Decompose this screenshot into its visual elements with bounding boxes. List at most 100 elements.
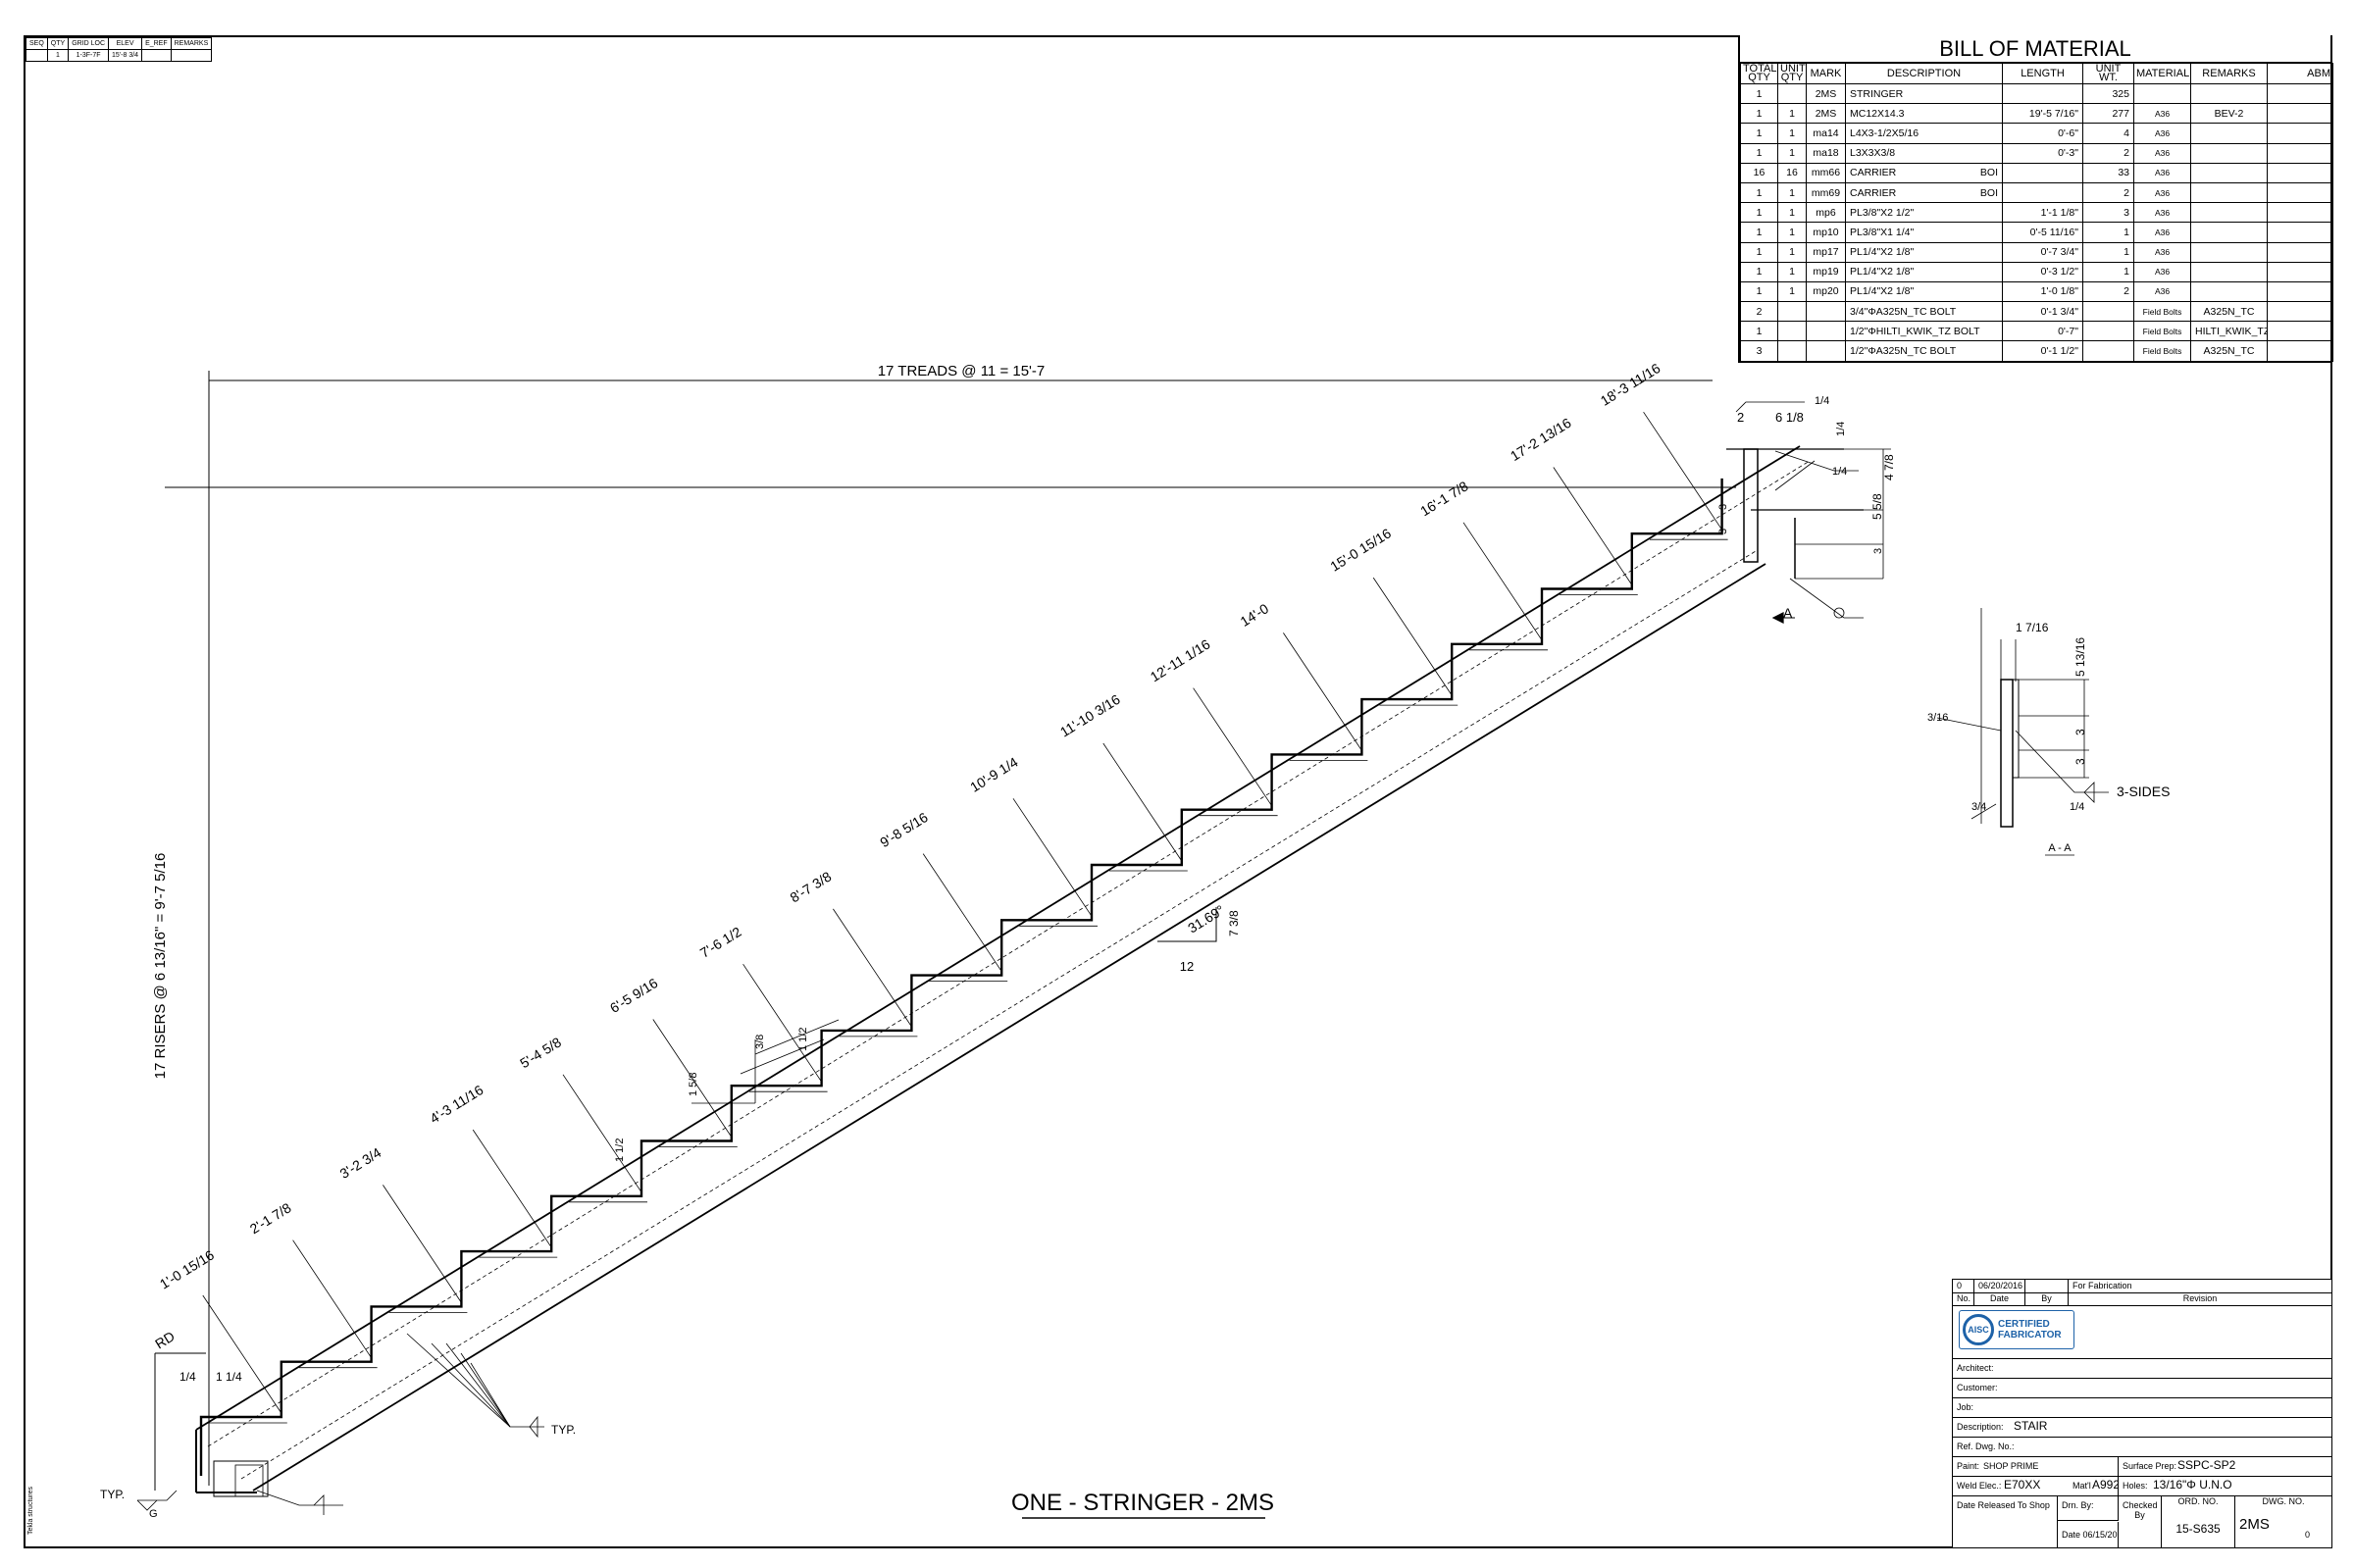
bom-cell: Field Bolts: [2133, 321, 2191, 342]
paint-value: SHOP PRIME: [1979, 1456, 2119, 1476]
bom-cell-text: 0'-3": [2058, 147, 2078, 160]
bom-cell: 1: [1740, 103, 1778, 125]
step-leader: [1012, 798, 1093, 917]
bom-cell: [2190, 142, 2268, 164]
drawn-by-label: Drn. By:: [2058, 1495, 2119, 1521]
dwg-no-value: 2MS: [2239, 1516, 2270, 1533]
bom-header-description: DESCRIPTION: [1845, 63, 2003, 84]
bom-cell: 0'-7": [2002, 321, 2083, 342]
bom-cell: 0'-3 1/2": [2002, 261, 2083, 282]
bom-cell: mp17: [1806, 241, 1846, 263]
bom-title: BILL OF MATERIAL: [1740, 35, 2330, 63]
bom-cell-text: PL1/4"X2 1/8": [1850, 266, 1915, 278]
matl-value: A992 U.N.O: [2088, 1476, 2119, 1495]
bom-cell-text: 33: [2118, 167, 2129, 179]
step-dimension-label: 8'-7 3/8: [788, 868, 835, 905]
bom-cell-text: A36: [2154, 127, 2171, 138]
rev-description: For Fabrication: [2073, 1281, 2132, 1290]
aisc-logo: AISC CERTIFIED FABRICATOR: [1959, 1310, 2074, 1349]
bom-cell-text: 1: [1756, 186, 1763, 199]
section-detail-title: A - A: [2048, 842, 2072, 854]
bom-cell: 1: [1777, 202, 1807, 224]
step-dimension-label: 4'-3 11/16: [427, 1082, 486, 1127]
bom-cell: Field Bolts: [2133, 340, 2191, 362]
bom-cell: [1777, 340, 1807, 362]
bom-cell: [2267, 280, 2333, 303]
bom-cell: L4X3-1/2X5/16: [1845, 123, 2003, 144]
bom-cell-text: 277: [2112, 107, 2129, 120]
section-marker-a-bottom: A: [1783, 605, 1793, 621]
bom-cell-text: BEV-2: [2214, 107, 2244, 120]
top-dim-4-7-8: 4 7/8: [1882, 454, 1896, 481]
title-block: 0 06/20/2016 For Fabrication No. Date By…: [1952, 1279, 2332, 1548]
seq-header-seq: SEQ: [26, 37, 48, 50]
top-dim-1-4-c: 1/4: [1832, 466, 1847, 478]
bom-cell-text-extra: BOI: [1979, 167, 1998, 179]
step-dimension-label: 9'-8 5/16: [877, 809, 931, 850]
bom-cell: [2267, 261, 2333, 282]
bom-cell: [1806, 340, 1846, 362]
bom-cell-text: PL3/8"X2 1/2": [1850, 206, 1915, 219]
bom-cell-text: HILTI_KWIK_TZ: [2195, 325, 2268, 337]
bom-cell-text: 1: [1789, 246, 1795, 259]
rev-date: 06/20/2016: [1974, 1280, 2025, 1292]
bom-cell: [2267, 222, 2333, 243]
bom-cell: [2133, 82, 2191, 105]
description-label: Description:: [1957, 1422, 2004, 1432]
date-label: Date 06/15/2016: [2058, 1522, 2119, 1547]
bom-cell-text: mp6: [1816, 206, 1836, 219]
step-leader: [652, 1019, 733, 1138]
bom-cell: 1: [1740, 123, 1778, 144]
step-dimension-label: 15'-0 15/16: [1327, 525, 1394, 574]
bom-cell: [2190, 181, 2268, 204]
bom-cell-text: PL1/4"X2 1/8": [1850, 246, 1915, 259]
step-dimension-label: 17'-2 13/16: [1508, 415, 1574, 464]
bom-cell-text: Field Bolts: [2142, 326, 2182, 336]
detail-3-sides-label: 3-SIDES: [2117, 784, 2170, 799]
bom-cell-text: 2: [2124, 186, 2129, 199]
hdr-revision: Revision: [2182, 1293, 2218, 1303]
bom-cell: 3/4"ΦA325N_TC BOLT: [1845, 301, 2003, 323]
mid-dim-3-8: 3/8: [754, 1035, 766, 1049]
bom-cell: 3: [2082, 202, 2134, 224]
bill-of-material: BILL OF MATERIAL TOTAL QTY UNIT QTY MARK…: [1738, 35, 2333, 363]
bom-header-material: MATERIAL: [2133, 63, 2191, 84]
bom-cell-text: 1'-1 1/8": [2040, 206, 2078, 219]
seq-header-eref: E_REF: [141, 37, 172, 50]
dwg-rev: 0: [2305, 1530, 2311, 1540]
bom-cell-text: mp17: [1813, 246, 1839, 259]
slope-rise: 7 3/8: [1227, 910, 1241, 936]
detail-dim-3-16: 3/16: [1927, 712, 1948, 724]
bom-cell: [2002, 181, 2083, 204]
bom-cell: 0'-3": [2002, 142, 2083, 164]
bom-cell: PL1/4"X2 1/8": [1845, 241, 2003, 263]
bom-cell-text: PL1/4"X2 1/8": [1850, 285, 1915, 298]
bom-cell-text: 1: [1789, 285, 1795, 298]
bom-cell: A325N_TC: [2190, 301, 2268, 323]
bom-header-remarks: REMARKS: [2190, 63, 2268, 84]
date-released-label: Date Released To Shop: [1953, 1495, 2058, 1547]
step-dimension-label: 18'-3 11/16: [1598, 360, 1663, 409]
bom-cell-text: 0'-3 1/2": [2040, 266, 2078, 278]
weld-elec-value: E70XX: [2004, 1478, 2041, 1492]
bom-cell: 2: [2082, 181, 2134, 204]
bom-cell-text: A36: [2154, 207, 2171, 218]
hdr-no: No.: [1953, 1292, 1974, 1305]
bom-cell-text: A36: [2154, 247, 2171, 258]
detail-dim-3-a: 3: [2073, 729, 2087, 735]
bom-cell-text: A36: [2154, 187, 2171, 198]
bom-cell: 2: [1740, 301, 1778, 323]
bom-cell-text: 1: [2124, 266, 2129, 278]
bom-cell-text: 16: [1786, 167, 1798, 179]
step-dimension-label: 1'-0 15/16: [157, 1246, 217, 1291]
bom-cell: A325N_TC: [2190, 340, 2268, 362]
risers-dimension: 17 RISERS @ 6 13/16" = 9'-7 5/16: [152, 853, 169, 1080]
bom-cell: PL3/8"X2 1/2": [1845, 202, 2003, 224]
bom-cell-text: 0'-7 3/4": [2040, 246, 2078, 259]
